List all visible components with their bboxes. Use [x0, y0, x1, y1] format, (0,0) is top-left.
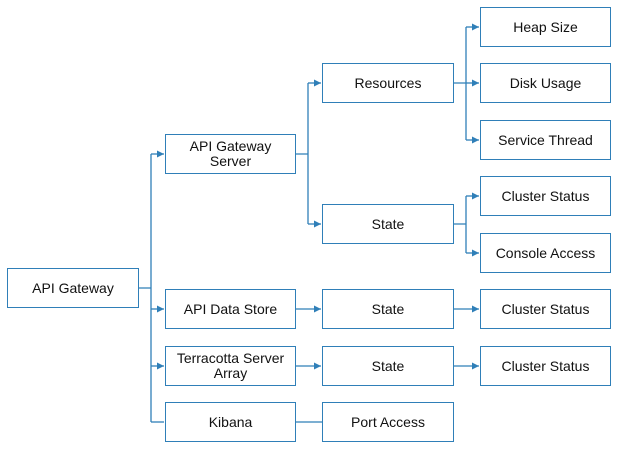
- node-resources: Resources: [322, 63, 454, 103]
- node-state-terracotta: State: [322, 346, 454, 386]
- node-label: State: [371, 357, 405, 374]
- node-disk-usage: Disk Usage: [480, 63, 611, 103]
- node-label: Service Thread: [498, 131, 593, 148]
- node-label: Cluster Status: [501, 187, 590, 204]
- node-api-data-store: API Data Store: [165, 289, 296, 329]
- node-cluster-status-data-store: Cluster Status: [480, 289, 611, 329]
- node-label: Cluster Status: [501, 300, 590, 317]
- node-terracotta-server-array: Terracotta Server Array: [165, 346, 296, 386]
- node-cluster-status-gateway-server: Cluster Status: [480, 176, 611, 216]
- node-label: API Gateway Server: [189, 138, 272, 169]
- node-label: Terracotta Server Array: [176, 350, 285, 381]
- node-label: State: [371, 215, 405, 232]
- node-label: API Data Store: [183, 300, 278, 317]
- node-service-thread: Service Thread: [480, 120, 611, 160]
- node-label: Kibana: [208, 413, 253, 430]
- node-label: Cluster Status: [501, 357, 590, 374]
- connector-resources-trunk: [454, 27, 467, 140]
- node-state-gateway-server: State: [322, 204, 454, 244]
- node-state-data-store: State: [322, 289, 454, 329]
- connector-state-trunk: [454, 196, 467, 253]
- node-cluster-status-terracotta: Cluster Status: [480, 346, 611, 386]
- connector-root-trunk: [139, 154, 152, 422]
- node-api-gateway-server: API Gateway Server: [165, 134, 296, 174]
- node-label: Port Access: [351, 413, 425, 430]
- node-label: API Gateway: [32, 279, 114, 296]
- node-label: Resources: [354, 74, 422, 91]
- node-label: Disk Usage: [509, 74, 582, 91]
- node-port-access: Port Access: [322, 402, 454, 442]
- node-heap-size: Heap Size: [480, 7, 611, 47]
- connector-gateway-server-trunk: [296, 83, 309, 224]
- node-kibana: Kibana: [165, 402, 296, 442]
- node-label: Heap Size: [513, 18, 578, 35]
- node-label: State: [371, 300, 405, 317]
- node-api-gateway: API Gateway: [7, 268, 139, 308]
- node-console-access: Console Access: [480, 233, 611, 273]
- node-label: Console Access: [495, 244, 596, 261]
